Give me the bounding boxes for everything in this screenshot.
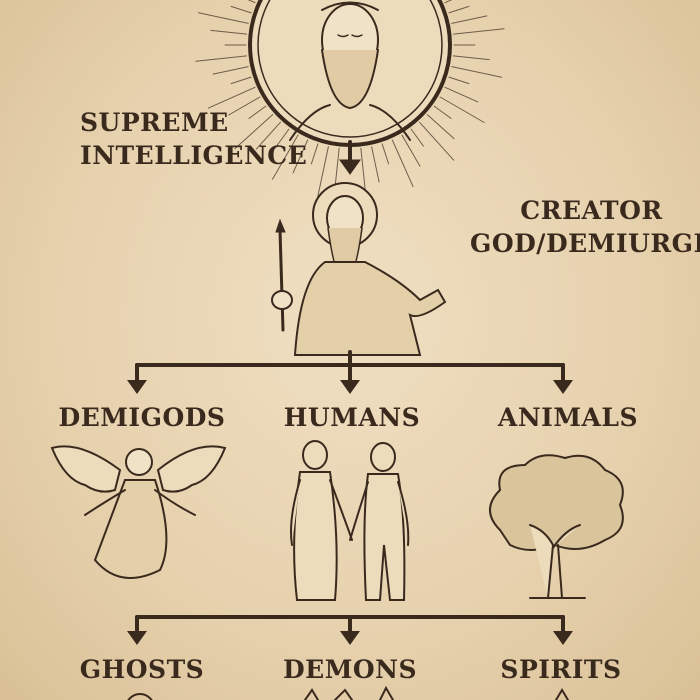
label-creator-god: CREATOR GOD/DEMIURGE — [470, 194, 700, 260]
ray — [401, 134, 421, 167]
ray — [452, 55, 490, 61]
ray — [310, 143, 319, 165]
arrow-supreme-to-creator — [339, 140, 361, 175]
ray — [448, 5, 470, 14]
ray — [451, 15, 488, 24]
spirit-icon — [555, 688, 569, 700]
ray — [419, 121, 455, 161]
label-line: INTELLIGENCE — [80, 141, 308, 170]
ray — [317, 146, 329, 198]
connector-creator-to-tier1 — [127, 350, 573, 394]
ray — [452, 28, 505, 35]
label-demons: DEMONS — [282, 655, 418, 684]
label-ghosts: GHOSTS — [79, 655, 205, 684]
ray — [212, 66, 249, 75]
ray — [433, 105, 452, 119]
ray — [207, 86, 256, 109]
ray — [381, 143, 390, 165]
demon-icon — [304, 685, 394, 700]
label-supreme-intelligence: SUPREME INTELLIGENCE — [80, 106, 307, 172]
label-demigods: DEMIGODS — [58, 403, 226, 432]
ray — [230, 5, 252, 14]
label-animals: ANIMALS — [497, 403, 639, 432]
ray — [228, 96, 261, 116]
creator-god-icon — [271, 182, 447, 356]
ray — [410, 128, 424, 147]
ray — [234, 114, 274, 150]
ray — [276, 128, 290, 147]
ray — [371, 146, 380, 183]
ray — [197, 12, 249, 24]
tree-icon — [489, 454, 624, 599]
ray — [448, 76, 470, 85]
ray — [248, 105, 267, 119]
ray — [247, 0, 256, 4]
label-humans: HUMANS — [283, 403, 421, 432]
label-line: GOD/DEMIURGE — [470, 229, 700, 258]
label-line: SUPREME — [80, 108, 229, 137]
ghost-icon — [127, 693, 153, 700]
ray — [272, 134, 299, 180]
label-spirits: SPIRITS — [500, 655, 622, 684]
angel-icon — [50, 445, 227, 579]
ray — [292, 139, 309, 174]
label-line: CREATOR — [520, 196, 663, 225]
ray — [255, 121, 281, 150]
ray — [426, 114, 455, 140]
ray — [444, 0, 453, 4]
ray — [391, 139, 414, 188]
ray — [210, 29, 248, 35]
supreme-intelligence-icon — [248, 0, 452, 147]
ray — [444, 86, 479, 103]
ray — [451, 66, 503, 78]
humans-icon — [290, 440, 410, 601]
radiant-rays — [195, 0, 505, 200]
ray — [334, 147, 340, 185]
ray — [230, 76, 252, 85]
connector-tier1-to-tier2 — [127, 615, 573, 645]
ray — [195, 55, 248, 62]
ray — [439, 96, 485, 123]
